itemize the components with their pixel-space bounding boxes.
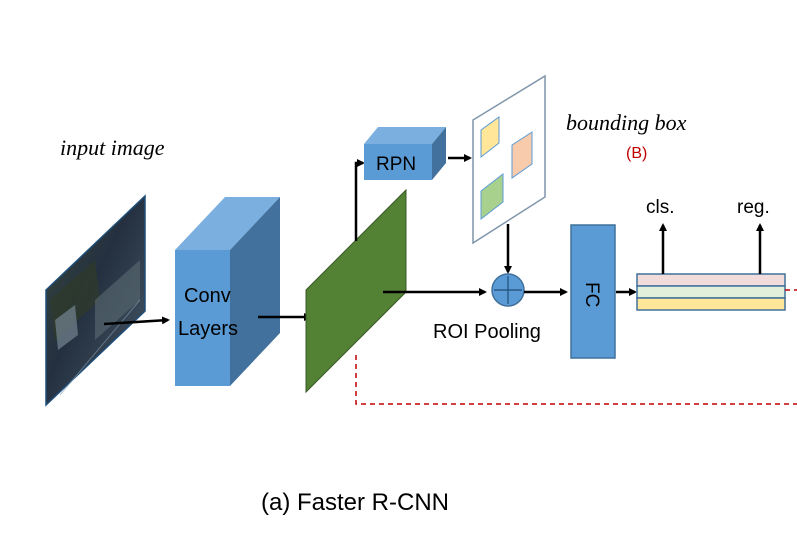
roi-pooling-label: ROI Pooling [433, 321, 541, 343]
reg-label: reg. [737, 197, 770, 218]
rpn-label: RPN [376, 154, 416, 175]
roi-pooling-node [491, 273, 525, 307]
bounding-box-tag: (B) [626, 145, 647, 162]
arrow-input-to-conv [103, 316, 170, 326]
fc-block [570, 224, 616, 359]
figure-caption: (a) Faster R-CNN [261, 489, 449, 516]
conv-label-line1: Conv [184, 285, 231, 307]
conv-layers-block [175, 197, 280, 386]
input-image [45, 194, 146, 407]
output-layers [636, 273, 786, 311]
cls-label: cls. [646, 197, 675, 218]
rpn-block [364, 127, 446, 180]
dashed-link-bottom [355, 355, 797, 405]
input-image-label: input image [60, 135, 165, 160]
bounding-box-label: bounding box [566, 110, 687, 135]
proposals-panel [472, 74, 546, 245]
arrow-feature-to-rpn [354, 159, 365, 241]
fc-label: FC [581, 282, 602, 307]
conv-label-line2: Layers [178, 318, 238, 340]
